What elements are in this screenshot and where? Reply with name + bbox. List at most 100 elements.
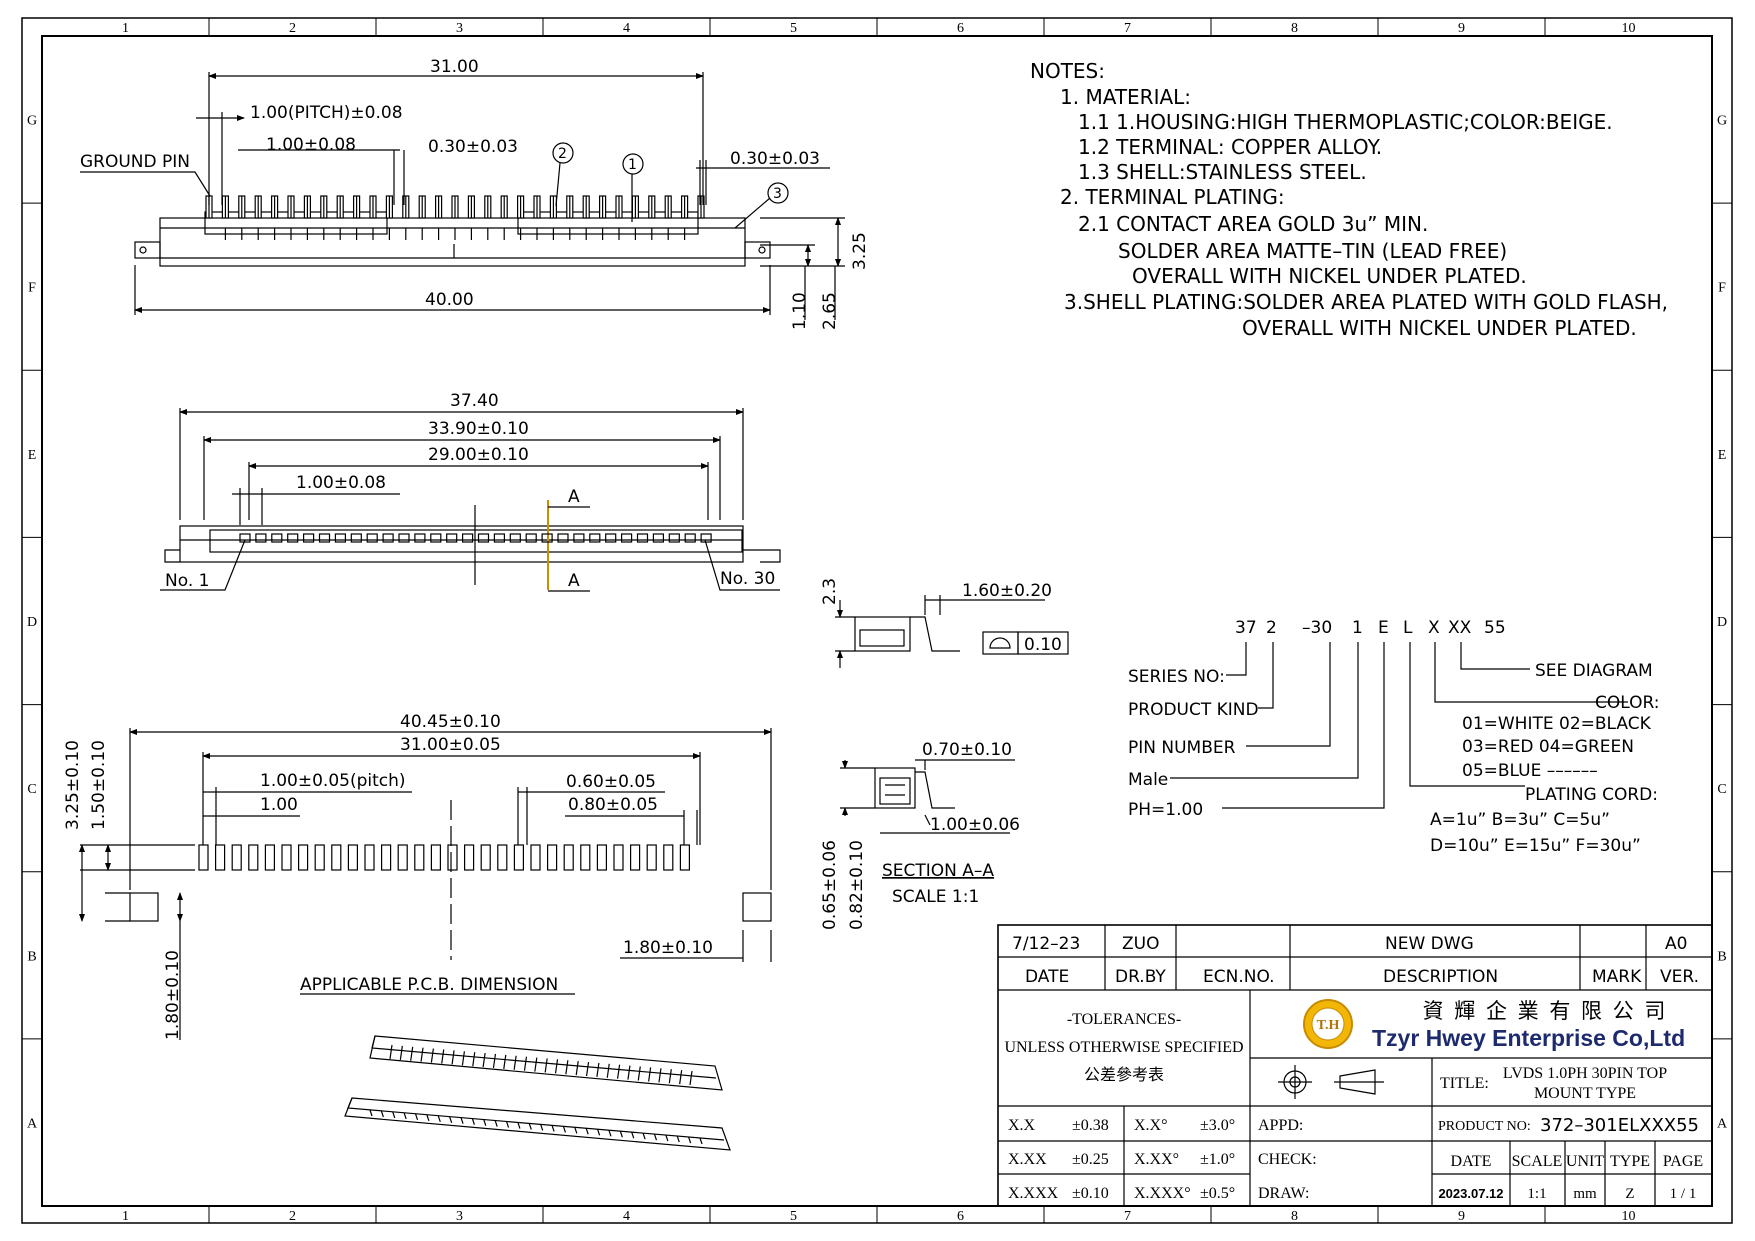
zone-label-top: 8 [1291, 21, 1298, 36]
pcb-pad [231, 844, 242, 871]
zone-label-top: 3 [456, 21, 463, 36]
zone-label-bottom: 7 [1124, 1209, 1131, 1224]
iso-pin-lower [540, 1124, 544, 1131]
dim-0-82: 0.82±0.10 [847, 840, 867, 930]
ground-pin-label: GROUND PIN [80, 152, 190, 172]
pcb-pad [298, 844, 309, 871]
front-pin [382, 533, 394, 543]
dim-33-90: 33.90±0.10 [428, 419, 529, 439]
iso-pin-lower [699, 1137, 703, 1145]
pcb-pad [663, 844, 674, 871]
header-date: DATE [1025, 967, 1069, 987]
title-label: TITLE: [1440, 1075, 1489, 1092]
header-mark: MARK [1592, 967, 1642, 987]
iso-pin-lower [369, 1109, 373, 1117]
code-l: L [1403, 618, 1413, 638]
front-pin [430, 533, 442, 543]
iso-pin-upper [575, 1061, 579, 1076]
pcb-pad [215, 844, 226, 871]
iso-pin-upper [658, 1068, 662, 1083]
dim-pin-width-1: 0.30±0.03 [428, 137, 518, 157]
iso-pin-lower [574, 1127, 578, 1134]
note-1-3: 1.3 SHELL:STAINLESS STEEL. [1078, 160, 1367, 184]
front-pin [462, 533, 474, 543]
pcb-pad [464, 844, 475, 871]
notes: NOTES: 1. MATERIAL: 1.1 1.HOUSING:HIGH T… [1030, 59, 1668, 340]
code-series: 37 [1235, 618, 1257, 638]
note-2-1b: SOLDER AREA MATTE–TIN (LEAD FREE) [1118, 239, 1507, 263]
iso-pin-lower [517, 1122, 521, 1129]
note-1: 1. MATERIAL: [1060, 85, 1191, 109]
code-1: 1 [1352, 618, 1363, 638]
front-pin [620, 533, 633, 543]
iso-pin-lower [642, 1132, 646, 1140]
tol-xxx-value: ±0.25 [1072, 1151, 1109, 1168]
iso-pin-lower [688, 1136, 692, 1144]
zone-label-top: 4 [623, 21, 630, 36]
pcb-pad [364, 844, 375, 871]
front-pin [493, 533, 505, 543]
header-description: DESCRIPTION [1383, 967, 1498, 987]
iso-pin-lower [653, 1133, 658, 1141]
tolerance-header: -TOLERANCES- UNLESS OTHERWISE SPECIFIED … [1004, 1011, 1243, 1084]
iso-pin-upper [451, 1050, 455, 1065]
iso-pin-lower [414, 1113, 419, 1121]
check-label: CHECK: [1258, 1151, 1317, 1168]
iso-pin-upper [565, 1060, 569, 1075]
zone-label-top: 9 [1458, 21, 1465, 36]
section-a-a-labels: 0.70±0.10 1.00±0.06 0.65±0.06 0.82±0.10 … [820, 740, 1020, 930]
dim-pin-width-2: 0.30±0.03 [730, 149, 820, 169]
front-pin [350, 533, 362, 543]
iso-pin-lower [676, 1135, 680, 1143]
pcb-pad [381, 844, 392, 871]
pcb-pad [397, 844, 408, 871]
col-scale: SCALE [1512, 1153, 1563, 1170]
iso-pin-upper [544, 1058, 548, 1073]
iso-pin-upper [554, 1059, 559, 1074]
dim-1-50: 1.50±0.10 [89, 740, 109, 830]
pcb-pad [629, 844, 641, 871]
tol-xx-value: ±0.38 [1072, 1117, 1109, 1134]
zone-label-bottom: 8 [1291, 1209, 1298, 1224]
dim-1-60: 1.60±0.20 [962, 581, 1052, 601]
dim-pcb-1-00: 1.00 [260, 795, 298, 815]
iso-pin-upper [679, 1070, 683, 1085]
company-en: Tzyr Hwey Enterprise Co,Ltd [1372, 1025, 1685, 1051]
pin-1-label: No. 1 [165, 571, 209, 591]
pcb-pad [447, 844, 458, 871]
label-color: COLOR: [1595, 693, 1660, 713]
pcb-pad [331, 844, 342, 871]
dim-29: 29.00±0.10 [428, 445, 529, 465]
iso-pin-upper [399, 1045, 403, 1060]
iso-pin-upper [410, 1046, 414, 1061]
front-pin [318, 533, 331, 543]
product-no-label: PRODUCT NO: [1438, 1119, 1531, 1134]
col-page: PAGE [1663, 1153, 1703, 1170]
zone-label-right: F [1718, 281, 1726, 296]
iso-pin-upper [472, 1052, 476, 1067]
iso-pin-lower [505, 1121, 510, 1128]
tol-ang1-value: ±3.0° [1200, 1117, 1235, 1134]
front-view [160, 408, 781, 592]
title-block-grid [997, 924, 1713, 1207]
zone-label-bottom: 10 [1622, 1209, 1636, 1224]
note-2-1: 2.1 CONTACT AREA GOLD 3u” MIN. [1078, 212, 1428, 236]
label-see-diagram: SEE DIAGRAM [1535, 661, 1653, 681]
section-scale: SCALE 1:1 [892, 887, 979, 907]
pcb-labels: 40.45±0.10 31.00±0.05 1.00±0.05(pitch) 1… [63, 712, 713, 1040]
front-pin [303, 533, 315, 543]
front-pin [239, 533, 251, 543]
col-type: TYPE [1610, 1153, 1650, 1170]
dim-31-00: 31.00±0.05 [400, 735, 501, 755]
section-mark-bottom: A [568, 571, 580, 591]
iso-pin-upper [389, 1044, 393, 1060]
draw-label: DRAW: [1258, 1185, 1309, 1202]
front-pin [287, 533, 299, 543]
dim-40: 40.00 [425, 290, 474, 310]
dim-1-00: 1.00±0.06 [930, 815, 1020, 835]
front-pin [573, 533, 585, 543]
title-line-1: LVDS 1.0PH 30PIN TOP [1503, 1065, 1667, 1082]
rev-by: ZUO [1122, 934, 1159, 954]
